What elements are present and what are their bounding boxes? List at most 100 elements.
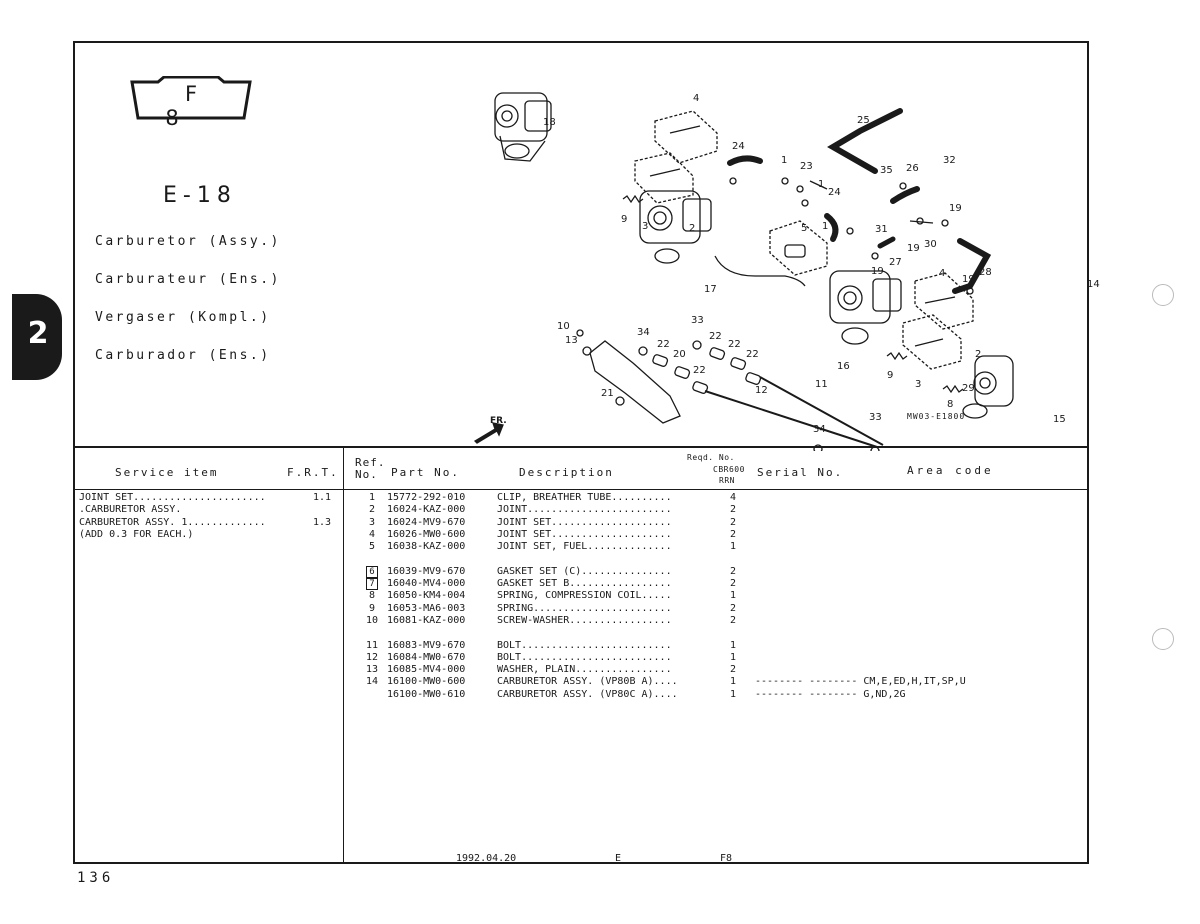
callout-8: 8	[947, 399, 954, 410]
quantity: 2	[729, 516, 737, 528]
callout-35: 35	[880, 165, 893, 176]
callout-31: 31	[875, 224, 888, 235]
service-row: .CARBURETOR ASSY.	[79, 504, 182, 516]
part-number: 16053-MA6-003	[387, 602, 466, 614]
quantity: 2	[729, 578, 737, 590]
header-ref-no: Ref. No.	[355, 456, 386, 481]
quantity: 2	[729, 614, 737, 626]
callout-19: 19	[949, 203, 962, 214]
callout-33b: 33	[869, 412, 882, 423]
callout-28: 28	[979, 267, 992, 278]
callout-34: 34	[637, 327, 650, 338]
part-description: JOINT SET, FUEL..............	[497, 541, 672, 553]
part-number: 16040-MV4-000	[387, 578, 466, 590]
header-reqd-no: Reqd. No.	[687, 453, 735, 462]
callout-22e: 22	[693, 365, 706, 376]
callout-24: 24	[732, 141, 745, 152]
service-row: JOINT SET......................1.1	[79, 492, 331, 503]
part-number: 16024-KAZ-000	[387, 504, 466, 516]
ref-number: 14	[365, 676, 379, 688]
callout-4b: 4	[939, 268, 946, 279]
callout-5: 5	[801, 223, 808, 234]
part-number: 16050-KM4-004	[387, 590, 466, 602]
service-row: CARBURETOR ASSY. 1.............1.3	[79, 516, 331, 528]
header-model-variant: RRN	[719, 476, 735, 485]
carburetor-body	[829, 270, 902, 345]
section-code: E-18	[163, 183, 237, 208]
callout-12: 12	[755, 385, 768, 396]
ref-number: 3	[368, 516, 376, 528]
header-service-item: Service item	[115, 466, 219, 479]
part-number: 16081-KAZ-000	[387, 614, 466, 626]
carburetor-body	[962, 355, 1014, 419]
part-number: 16026-MW0-600	[387, 528, 466, 540]
ref-number: 4	[368, 528, 376, 540]
callout-4: 4	[693, 93, 700, 104]
callout-2b: 2	[975, 349, 982, 360]
part-number: 16038-KAZ-000	[387, 541, 466, 553]
name-english: Carburetor (Assy.)	[95, 234, 281, 249]
area-code: -------- -------- G,ND,2G	[755, 688, 906, 700]
part-description: GASKET SET (C)...............	[497, 565, 672, 577]
quantity: 1	[729, 639, 737, 651]
part-number: 16085-MV4-000	[387, 664, 466, 676]
footer-group: F8	[720, 853, 733, 864]
part-number: 16084-MW0-670	[387, 651, 466, 663]
binder-hole	[1152, 284, 1174, 306]
quantity: 1	[729, 590, 737, 602]
header-part-no: Part No.	[391, 466, 460, 479]
callout-25: 25	[857, 115, 870, 126]
quantity: 2	[729, 565, 737, 577]
callout-11: 11	[815, 379, 828, 390]
illustration-code: MW03-E1800	[907, 412, 966, 421]
name-french: Carburateur (Ens.)	[95, 272, 281, 287]
ref-number: 9	[368, 602, 376, 614]
front-direction-label: FR.	[490, 416, 507, 426]
table-header-rule	[75, 489, 1087, 490]
ref-number: 7	[357, 578, 387, 591]
chapter-number: 2	[27, 316, 49, 351]
callout-19d: 19	[962, 274, 975, 285]
callout-33: 33	[691, 315, 704, 326]
callout-1: 1	[781, 155, 788, 166]
callout-21: 21	[601, 388, 614, 399]
quantity: 2	[729, 602, 737, 614]
quantity: 2	[729, 528, 737, 540]
callout-26: 26	[906, 163, 919, 174]
footer-date: 1992.04.20	[456, 853, 517, 864]
part-number: 15772-292-010	[387, 492, 466, 503]
quantity: 2	[729, 664, 737, 676]
assembly-names: Carburetor (Assy.) Carburateur (Ens.) Ve…	[95, 223, 281, 375]
callout-27: 27	[889, 257, 902, 268]
callout-23: 23	[800, 161, 813, 172]
callout-1b: 1	[818, 179, 825, 190]
name-spanish: Carburador (Ens.)	[95, 348, 271, 363]
binder-hole	[1152, 628, 1174, 650]
callout-22: 22	[709, 331, 722, 342]
quantity: 4	[729, 492, 737, 503]
callout-3: 3	[642, 221, 649, 232]
callout-2: 2	[689, 223, 696, 234]
exploded-diagram: 4 18 9 3 2 24 1 23 1 24 25 35 26 32 19 5…	[455, 71, 1100, 456]
part-description: SCREW-WASHER.................	[497, 614, 672, 626]
group-tag: F 8	[130, 76, 252, 130]
callout-1c: 1	[822, 221, 829, 232]
callout-13: 13	[565, 335, 578, 346]
part-description: JOINT SET....................	[497, 516, 672, 528]
callout-17: 17	[704, 284, 717, 295]
carburetor-illustration	[473, 92, 1083, 456]
part-number: 16083-MV9-670	[387, 639, 466, 651]
parts-page-frame: F 8 E-18 Carburetor (Assy.) Carburateur …	[73, 41, 1100, 864]
callout-34b: 34	[813, 424, 826, 435]
part-description: CARBURETOR ASSY. (VP80B A)....	[497, 676, 678, 688]
